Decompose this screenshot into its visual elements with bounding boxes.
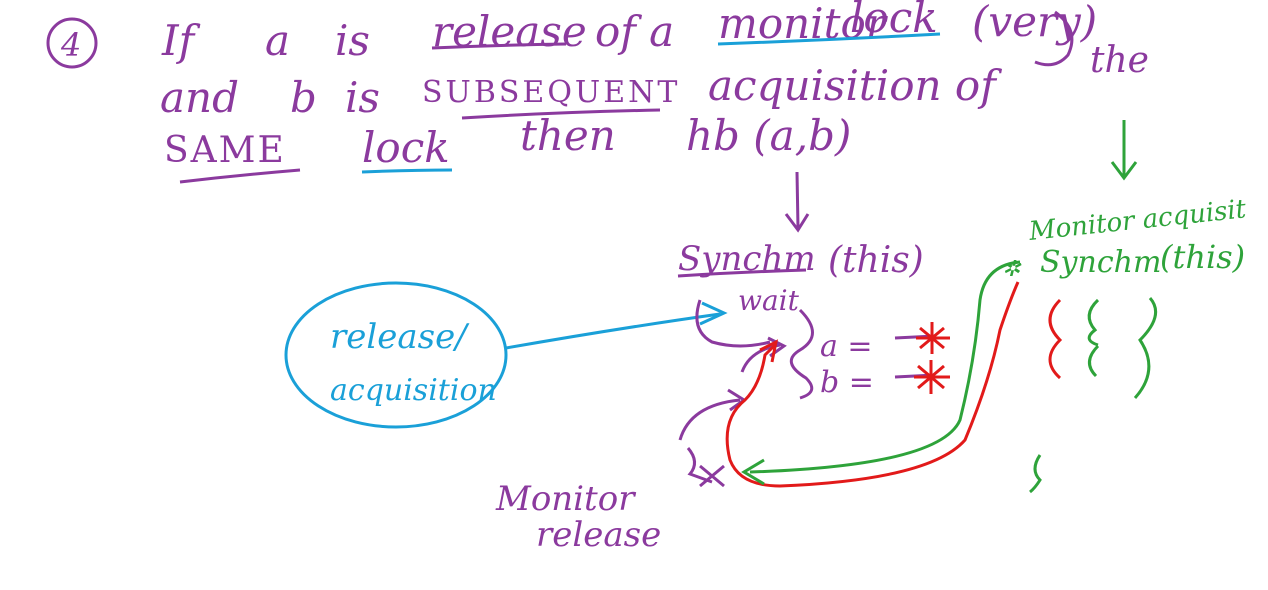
sync-block-left: Synchm (this) wait a = b = xyxy=(677,239,950,488)
statement-line-2: and b is SUBSEQUENT acquisition of xyxy=(160,61,1002,122)
word-then: then xyxy=(520,111,616,160)
circle-label-release: release/ xyxy=(330,317,470,357)
word-is: is xyxy=(335,16,370,65)
sync-left-open-brace xyxy=(695,299,771,348)
monitor-release-line-1: Monitor xyxy=(495,479,636,519)
word-subsequent: SUBSEQUENT xyxy=(422,75,680,110)
circle-to-wait-arrow xyxy=(505,301,728,350)
green-acquire-path xyxy=(749,260,1021,474)
red-open-brace-right xyxy=(1048,298,1063,380)
underline-subsequent xyxy=(461,108,661,120)
statement-line-1: If a is release of a monitor lock (very) xyxy=(161,0,1097,65)
word-and: and xyxy=(160,73,239,122)
word-b: b xyxy=(290,73,317,122)
red-release-path xyxy=(725,281,1020,488)
word-hb: hb (a,b) xyxy=(686,111,851,160)
sync-left-a-line: a = xyxy=(820,329,873,364)
green-inner-brace-2 xyxy=(1088,344,1100,378)
word-release: release xyxy=(432,7,587,56)
loop-arrow-lower xyxy=(678,398,741,441)
underline-monitor-lock xyxy=(717,32,941,46)
green-inner-brace-1 xyxy=(1087,298,1100,347)
sync-right-header: Synchm xyxy=(1040,245,1161,280)
red-star-a xyxy=(916,322,950,354)
sync-left-close-brace xyxy=(789,308,814,400)
monitor-release-label: Monitor release xyxy=(495,479,661,555)
release-acquisition-circle: release/ acquisition xyxy=(284,281,508,429)
down-arrow-right xyxy=(1110,120,1138,181)
sync-left-b-line: b = xyxy=(820,365,874,400)
word-lock-2: lock xyxy=(362,123,450,172)
monitor-release-line-2: release xyxy=(536,515,661,555)
sync-right-this: (this) xyxy=(1160,238,1245,276)
word-of-a: of a xyxy=(595,7,674,56)
word-very: (very) xyxy=(972,0,1097,46)
red-star-b xyxy=(914,360,950,394)
word-is-2: is xyxy=(345,73,380,122)
very-arrow-bracket xyxy=(1034,10,1074,67)
item-number: 4 xyxy=(60,26,81,64)
circle-label-acquisition: acquisition xyxy=(330,373,497,408)
sync-left-underline xyxy=(677,268,807,278)
item-number-marker: 4 xyxy=(46,17,98,69)
word-same: SAME xyxy=(164,130,286,171)
word-acquisition-of: acquisition of xyxy=(708,61,1002,110)
green-star-icon: ✲ xyxy=(1002,257,1022,282)
sync-left-wait: wait xyxy=(738,284,800,317)
word-if: If xyxy=(161,16,201,65)
word-a: a xyxy=(265,16,290,65)
statement-line-3: SAME lock then hb (a,b) xyxy=(164,111,851,172)
sync-block-right: Monitor acquisit Synchm (this) ✲ xyxy=(1002,194,1248,494)
green-lower-brace xyxy=(1029,454,1042,494)
word-the: the xyxy=(1090,40,1149,81)
down-arrow-left xyxy=(784,171,810,233)
sync-left-this: (this) xyxy=(828,240,924,281)
underline-lock xyxy=(361,168,453,174)
underline-same xyxy=(179,168,301,184)
green-close-brace xyxy=(1133,297,1158,399)
release-squiggle xyxy=(686,447,713,484)
underline-release xyxy=(431,42,567,50)
